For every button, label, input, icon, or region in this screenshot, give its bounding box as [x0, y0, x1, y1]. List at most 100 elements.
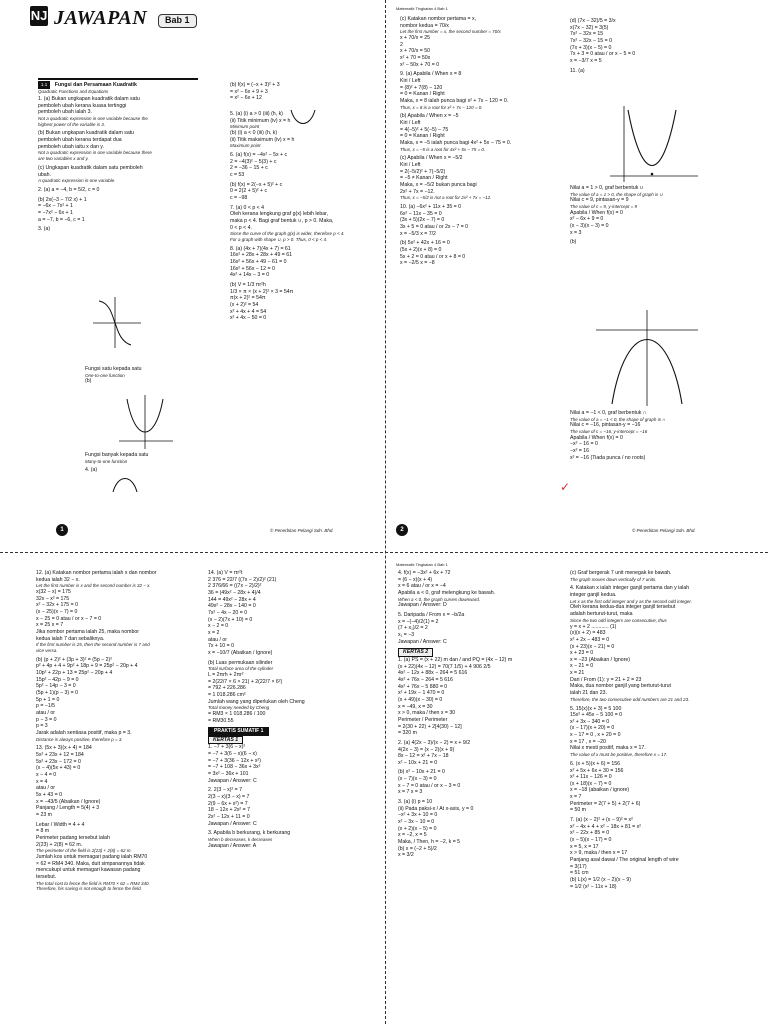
answer-line: x² + 2x − 483 = 0 — [570, 636, 610, 643]
answer-line: = 8 m — [36, 828, 50, 835]
answer-line: (ii) Titik minimum (iv) x = h — [230, 117, 291, 124]
answer-line: (x − 7)(x − 3) = 0 — [398, 776, 437, 783]
answer-line: 4. Katakan x ialah integer ganjil pertam… — [570, 585, 690, 592]
answer-line: = −7 + 108 − 36x + 3x² — [208, 764, 261, 771]
answer-line: x − 25 = 0 atau / or x − 7 = 0 — [36, 615, 102, 622]
check-mark-icon: ✓ — [560, 480, 571, 494]
answer-line: 2 376/66 = ((7x − 2)/2)² — [208, 583, 262, 590]
english-translation: Thus, x = 8 is a root for x² + 7x − 120 … — [400, 104, 483, 110]
answer-line: −x² − 16 = 0 — [570, 441, 598, 448]
answer-line: 2. (a) 4(2x − 3)/(x − 2) = x + 9/2 — [398, 739, 471, 746]
answer-line: 5p + 1 = 0 — [36, 696, 60, 703]
page-number-2: 2 — [396, 524, 408, 536]
answer-line: 7x + 3 = 0 atau / or x − 5 = 0 — [570, 51, 636, 58]
answer-line: x = −10/7 (Abaikan / Ignore) — [208, 649, 273, 656]
chapter-badge: Bab 1 — [158, 14, 197, 28]
answer-line: x + 23 = 0 — [570, 650, 594, 657]
answer-line: = 3(17) — [570, 863, 587, 870]
answer-line: Nilai c = 9, pintasan-y = 9 — [570, 197, 629, 204]
answer-line: x² + 19x − 1 470 = 0 — [398, 690, 445, 697]
answer-line: x − 7 = 0 atau / or x − 3 = 0 — [398, 782, 461, 789]
paper-label: KERTAS 1 — [208, 735, 244, 745]
answer-line: = (6 − x)(x + 4) — [398, 576, 433, 583]
answer-line: x² + 4x − 50 = 0 — [230, 315, 267, 322]
answer-line: kedua ialah 7 dan sebaliknya. — [36, 635, 105, 642]
answer-line: (x + 18)(x − 7) = 0 — [570, 780, 612, 787]
english-translation: Total surface area of the cylinder — [208, 666, 274, 672]
english-translation: Distance is always positive, therefore p… — [36, 736, 123, 742]
english-translation: The graph moves down vertically of 7 uni… — [570, 576, 657, 582]
answer-line: × 62 = RM4 340. Maka, duit simpanannya t… — [36, 860, 145, 867]
answer-line: 18 − 12x + 2x² = 7 — [208, 807, 250, 814]
answer-line: Nilai a = −1 < 0, graf berbentuk ∩ — [570, 410, 647, 416]
answer-line: x² − 50x + 70 = 0 — [400, 61, 440, 68]
answer-line: Apabila / When f(x) = 0 — [570, 209, 623, 216]
answer-line: (x − 5)(x − 17) = 0 — [570, 837, 612, 844]
answer-line: p² + 4p + 4 + 9p² + 18p + 9 = 25p² − 20p… — [36, 663, 138, 670]
answer-line: x² − 6x + 9 = 0 — [570, 216, 604, 223]
answer-line: 0 = 2(2 + 5)² + c — [230, 188, 268, 195]
answer-line: 7x² − 32x − 15 = 0 — [570, 37, 612, 44]
answer-line: 1/3 × π × (x + 2)² × 3 = 54π — [230, 288, 294, 295]
answer-line: x = 3/2 — [398, 852, 414, 859]
answer-line: 8x − 12 = x² + 7x − 18 — [398, 753, 449, 760]
answer-line: Maka, x = 8 ialah punca bagi x² + 7x − 1… — [400, 97, 509, 104]
answer-line: = 51 cm — [570, 870, 589, 877]
topic-title: Fungsi dan Persamaan Kuadratik — [54, 82, 137, 88]
answer-line: = 1 018.286 cm² — [208, 691, 246, 698]
answer-line: = −7 + 3(36 − 12x + x²) — [208, 757, 261, 764]
answer-line: x² − 10x + 21 = 0 — [398, 759, 438, 766]
english-translation: The perimeter of the field is 2(23) + 2(… — [36, 848, 132, 854]
english-translation: The value of a = 1 > 0, the shape of gra… — [570, 191, 663, 197]
answer-line: x + 70/x = 25 — [400, 35, 430, 42]
topic-subtitle: Quadratic Functions and Equations — [38, 88, 109, 94]
answer-line: 32x − x² = 175 — [36, 595, 70, 602]
answer-line: x² − 32x + 175 = 0 — [36, 602, 78, 609]
answer-line: x² − 3x − 10 = 0 — [398, 819, 435, 826]
many-to-one-graph — [119, 395, 173, 449]
section-banner-row: PRAKTIS SUMATIF 1 — [208, 727, 378, 736]
answer-column-left: 4. f(x) = −3x² + 6x + 72= (6 − x)(x + 4)… — [398, 570, 568, 859]
answer-line: x² + 3x − 340 = 0 — [570, 718, 610, 725]
answer-line: 14. (a) V = πr²t — [208, 570, 243, 576]
answer-line: x = −2/5 x = −8 — [400, 260, 435, 267]
answer-line: = 792 + 226.286 — [208, 685, 246, 692]
english-translation: One-to-one function — [85, 372, 125, 378]
answer-line: Jawapan / Answer: A — [208, 842, 257, 849]
answer-line: 1. (a) PS = (x + 22) m dan / and PQ = (4… — [398, 656, 513, 663]
answer-line: 5x + 43 = 0 — [36, 792, 62, 799]
english-translation: The value of c = −16, y-intercept = −16 — [570, 429, 648, 435]
answer-line: 2x² + 7x = −12. — [400, 188, 435, 195]
answer-line: c = 53 — [230, 172, 245, 179]
answer-line: pemboleh ubah kerana kuasa tertinggi — [38, 102, 127, 109]
answer-line: 3x + 5 = 0 atau / or 2x − 7 = 0 — [400, 224, 469, 231]
answer-line: Panjang / Length = 5(4) + 3 — [36, 805, 100, 812]
cap-shape-graph — [112, 478, 138, 493]
answer-column-left: (c) Katakan nombor pertama = x,nombor ke… — [400, 16, 565, 267]
answer-line: = x² − 6x + 9 + 3 — [230, 88, 268, 95]
answer-line: 7x + 10 = 0 — [208, 643, 234, 650]
answer-line: x = −49, x = 30 — [398, 703, 433, 710]
answer-line: 2(9 − 6x + x²) = 7 — [208, 800, 248, 807]
answer-line: x − 2 = 0 — [208, 623, 229, 630]
answer-line: Oleh kerana lengkung graf g(x) lebih leb… — [230, 211, 329, 218]
answer-column-right: (c) Graf bergerak 7 unit menegak ke bawa… — [570, 570, 740, 890]
answer-line: x = 6 atau / or x = −4 — [398, 583, 446, 590]
answer-line: x − 17 = 0 , x + 20 = 0 — [570, 732, 621, 739]
answer-line: y = x + 2 ............ (1) — [570, 623, 617, 630]
answer-line: 3. (a) — [38, 226, 51, 233]
answer-line: x = 25 x = 7 — [36, 622, 64, 629]
english-translation: vice versa. — [36, 648, 58, 654]
answer-line: maka p < 4. Bagi graf bentuk ∪, p > 0. M… — [230, 218, 334, 224]
answer-line: Panjang asal dawai / The original length… — [570, 857, 679, 864]
english-translation: If the first number is 25, then the seco… — [36, 642, 150, 648]
topic-tag: 1.1 — [38, 81, 51, 89]
answer-line: = 1/2 (x² − 11x + 18) — [570, 883, 617, 890]
answer-line: x = −(−4)/2(1) = 2 — [398, 618, 439, 625]
answer-line: 2(3 − x)(3 − x) = 7 — [208, 793, 250, 800]
answer-line: 2(23) + 2(8) = 62 m. — [36, 841, 83, 848]
answer-line: x² = −16 (Tiada punca / no roots) — [570, 454, 646, 461]
